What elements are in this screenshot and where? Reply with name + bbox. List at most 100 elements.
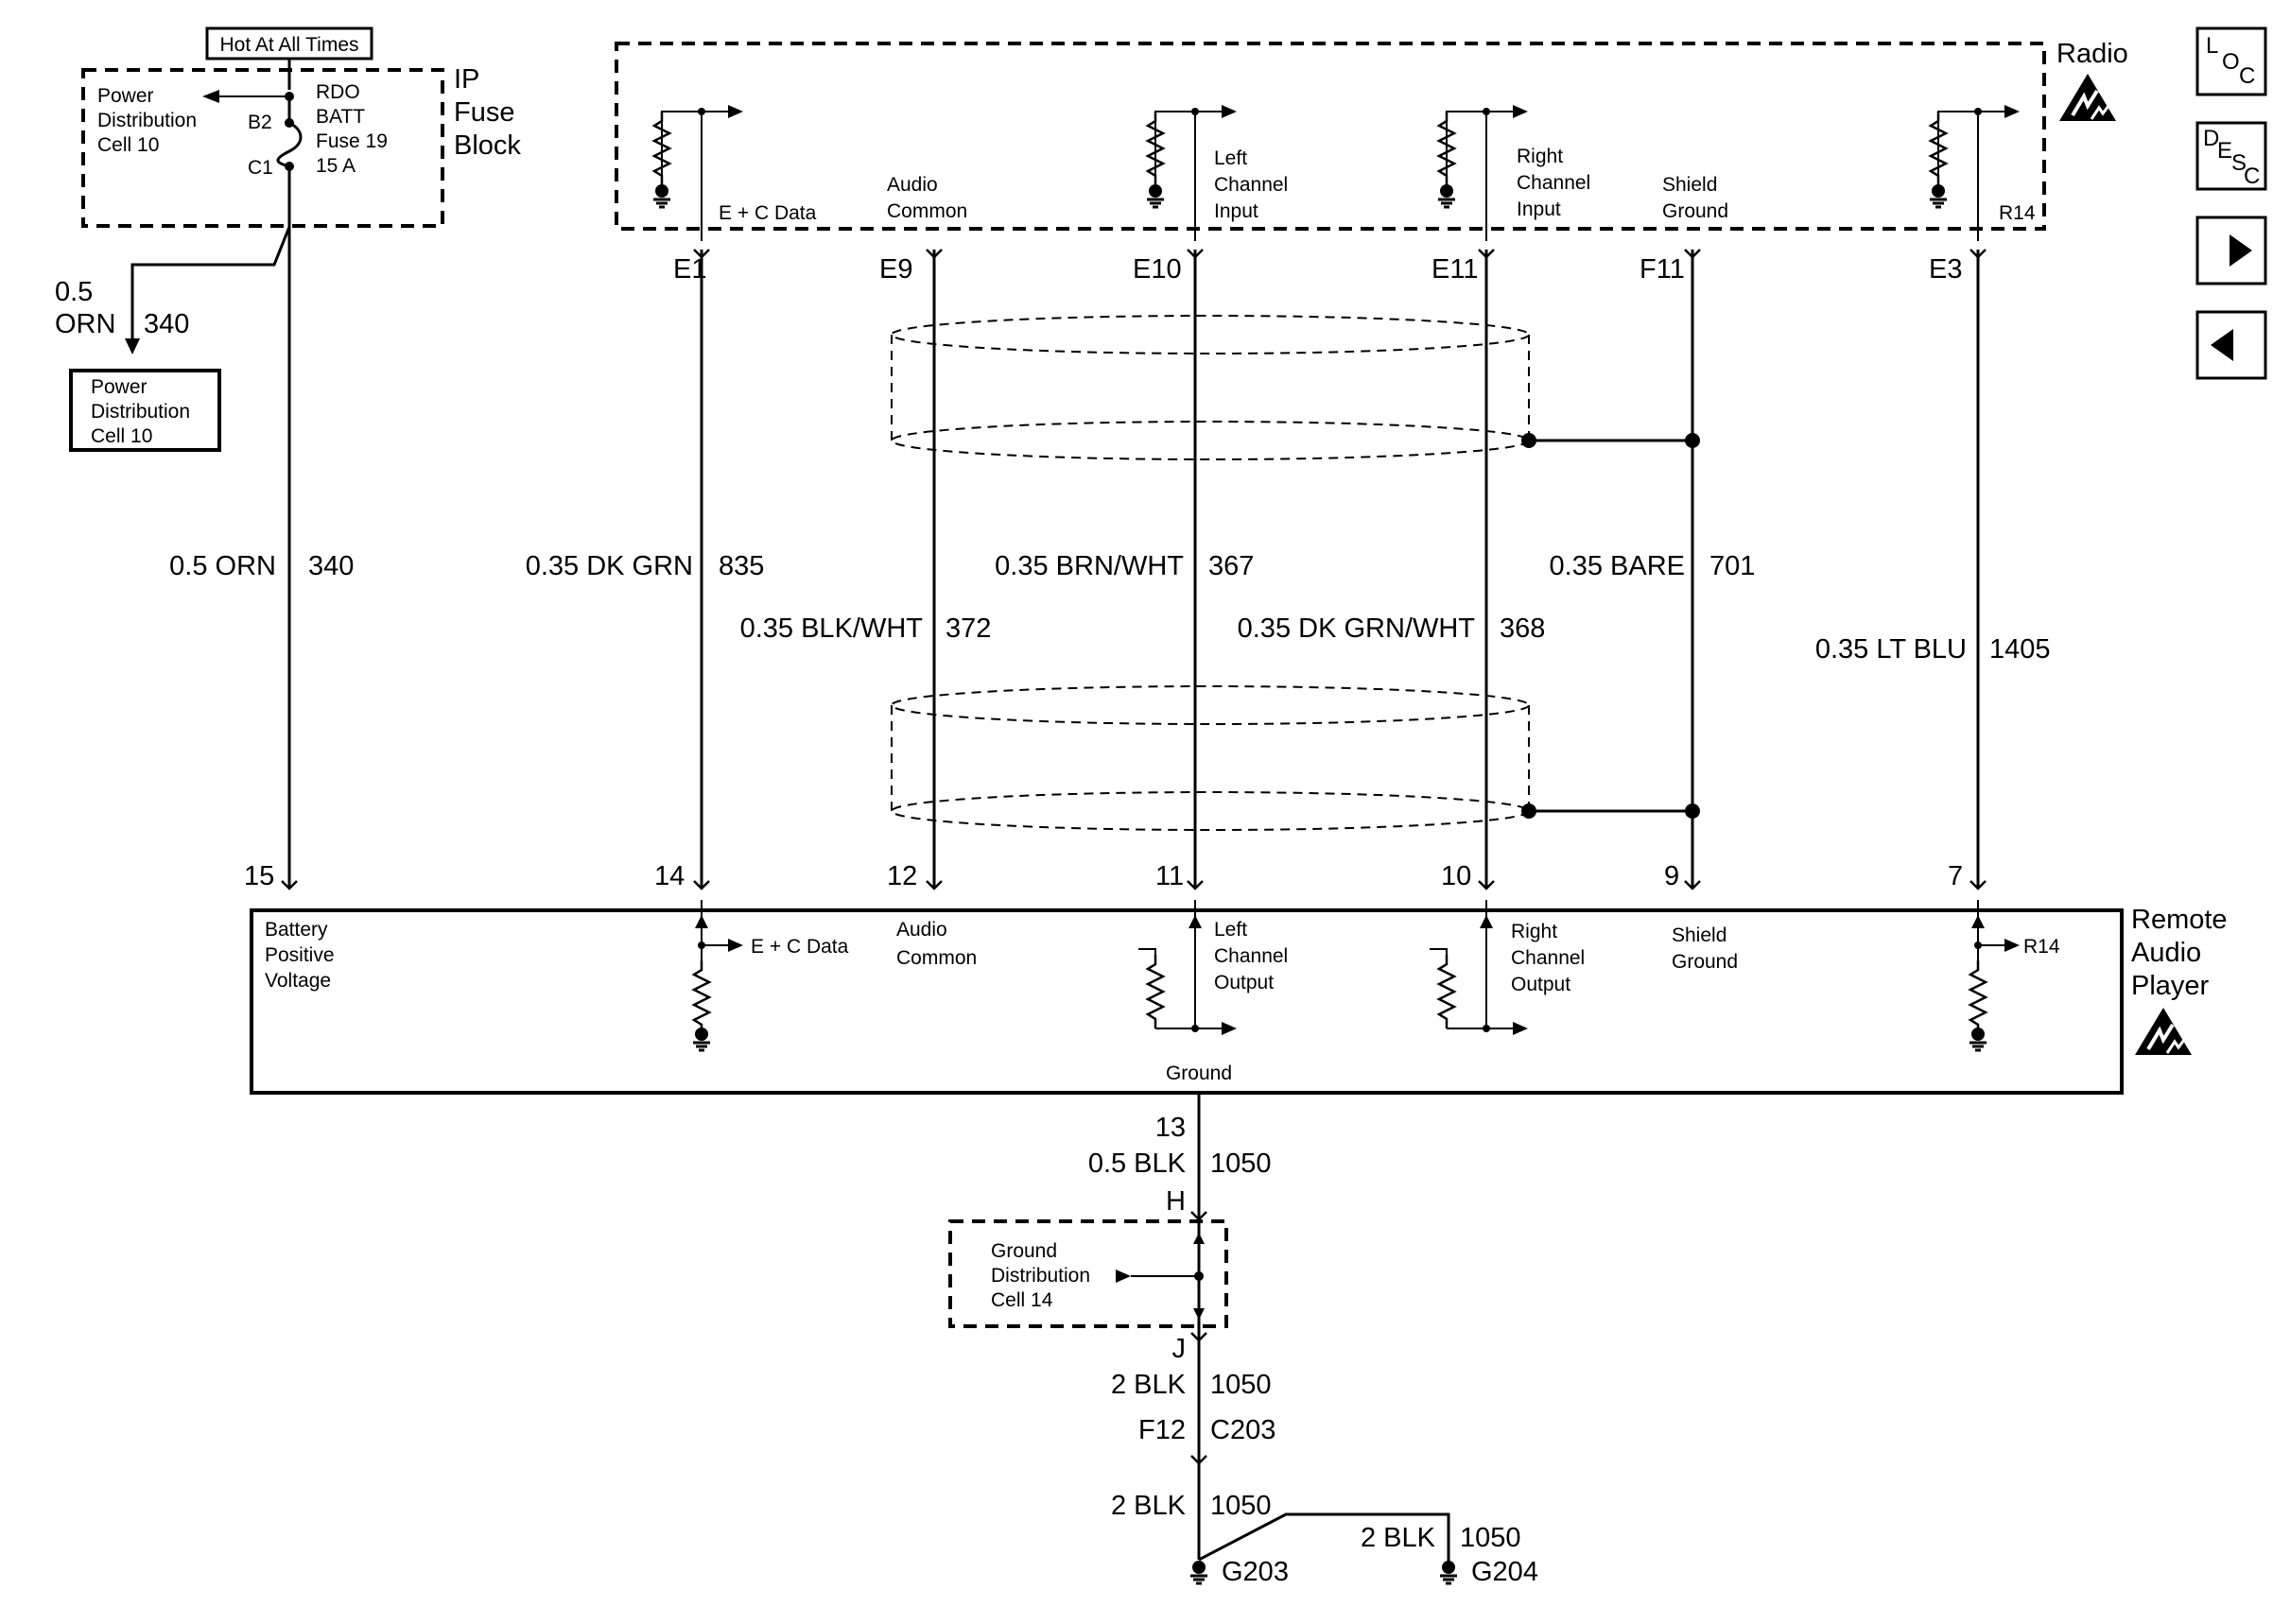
- fuse-label-3: Fuse 19: [316, 130, 388, 152]
- pd-cell-label-1: Power: [97, 85, 154, 107]
- ground-distribution-box: [948, 1219, 1228, 1328]
- twisted-pair-shield-top: [891, 315, 1700, 460]
- radio-left-1: Left: [1214, 147, 1247, 169]
- player-right-output: Right Channel Output: [1430, 900, 1585, 1035]
- pd-cell-box: [69, 369, 221, 452]
- player-ec-data-circuit: E + C Data: [691, 900, 849, 1052]
- radio-shield-1: Shield: [1662, 174, 1717, 196]
- player-shield-2: Ground: [1672, 951, 1738, 973]
- batt-label-3: Voltage: [265, 970, 331, 992]
- fuse-block-title-2: Fuse: [454, 97, 514, 128]
- wire-circuit-835: 835: [719, 551, 764, 581]
- radio-r14-label: R14: [1999, 202, 2036, 224]
- loc-button[interactable]: L O C: [2195, 26, 2267, 96]
- player-right-1: Right: [1511, 921, 1557, 942]
- wire4-color: 2 BLK: [1361, 1523, 1436, 1553]
- branch-color: ORN: [55, 309, 115, 339]
- desc-letter-d: D: [2203, 126, 2219, 151]
- radio-right-2: Channel: [1517, 172, 1590, 194]
- conn-j: J: [1172, 1334, 1187, 1364]
- wire-color-1405: 0.35 LT BLU: [1815, 634, 1967, 665]
- pin-11: 11: [1155, 861, 1184, 891]
- fuse-label-4: 15 A: [316, 155, 356, 177]
- pin-10: 10: [1441, 861, 1471, 891]
- player-r14-label: R14: [2023, 936, 2060, 958]
- wire3-circuit: 1050: [1210, 1491, 1272, 1521]
- ground-g204-label: G204: [1471, 1557, 1538, 1587]
- wire2-color: 2 BLK: [1111, 1370, 1187, 1400]
- wire4-circuit: 1050: [1460, 1523, 1521, 1553]
- wire3-color: 2 BLK: [1111, 1491, 1187, 1521]
- prev-button[interactable]: [2195, 310, 2267, 380]
- ground-g204-icon: [1438, 1559, 1459, 1585]
- player-title-2: Audio: [2131, 938, 2201, 968]
- wire-circuit-372: 372: [946, 613, 991, 644]
- radio-audio-common-2: Common: [887, 200, 967, 222]
- fuse-block-outline: [81, 68, 444, 228]
- pin-12: 12: [887, 861, 917, 891]
- player-title-3: Player: [2131, 971, 2210, 1001]
- pin-e11: E11: [1431, 254, 1478, 285]
- player-pins: 15 14 12 11 10 9 7: [244, 861, 1963, 891]
- pin-e3: E3: [1929, 254, 1962, 285]
- hot-at-all-times-label: Hot At All Times: [219, 34, 358, 56]
- harness-wires: [692, 248, 1987, 890]
- desc-letter-e: E: [2217, 138, 2232, 164]
- branch-circuit: 340: [144, 309, 189, 339]
- batt-label-2: Positive: [265, 944, 335, 966]
- player-audio-common-1: Audio: [896, 919, 947, 941]
- pin-c1: C1: [248, 157, 273, 179]
- wire-circuit-701: 701: [1709, 551, 1755, 581]
- radio-left-2: Channel: [1214, 174, 1288, 196]
- pin-b2: B2: [248, 112, 272, 133]
- pin-9: 9: [1664, 861, 1679, 891]
- pd-box-label-2: Distribution: [91, 401, 190, 423]
- next-button[interactable]: [2195, 216, 2267, 285]
- twisted-pair-shield-bottom: [891, 685, 1700, 831]
- radio-pins: E1 E9 E10 E11 F11 E3: [673, 254, 1962, 285]
- wire-circuit-340: 340: [308, 551, 354, 581]
- conn-c203: C203: [1210, 1415, 1275, 1445]
- wire-color-372: 0.35 BLK/WHT: [740, 613, 924, 644]
- radio-module: Radio E + C Data Audio Common Left Chann…: [615, 39, 2128, 241]
- ip-fuse-block: Hot At All Times IP Fuse Block Power Dis…: [81, 26, 521, 890]
- desc-button[interactable]: D E S C: [2195, 121, 2267, 191]
- ground-path: 13 0.5 BLK 1050 H Ground Distribution Ce…: [948, 1093, 1538, 1587]
- loc-letter-o: O: [2222, 49, 2240, 75]
- player-ground-label: Ground: [1166, 1063, 1232, 1084]
- fuse-label-2: BATT: [316, 106, 365, 128]
- pd-cell-label-3: Cell 10: [97, 134, 159, 156]
- wire-circuit-367: 367: [1208, 551, 1254, 581]
- gd-label-1: Ground: [991, 1240, 1057, 1262]
- player-left-3: Output: [1214, 972, 1274, 993]
- radio-right-input: Right Channel Input: [1436, 105, 1590, 241]
- player-left-1: Left: [1214, 919, 1247, 941]
- player-right-3: Output: [1511, 974, 1570, 995]
- desc-letter-c: C: [2244, 164, 2260, 189]
- player-ec-data-label: E + C Data: [751, 936, 849, 958]
- pd-cell-label-2: Distribution: [97, 110, 197, 131]
- arrow-left-icon: [202, 90, 219, 103]
- radio-audio-common-1: Audio: [887, 174, 938, 196]
- wire-color-367: 0.35 BRN/WHT: [995, 551, 1184, 581]
- fuse-label-1: RDO: [316, 81, 360, 103]
- esd-warning-icon: [2057, 72, 2118, 123]
- player-r14-circuit: R14: [1968, 900, 2060, 1052]
- conn-h: H: [1166, 1186, 1186, 1217]
- fuse-block-title-3: Block: [454, 130, 521, 161]
- pin-7: 7: [1948, 861, 1963, 891]
- radio-title: Radio: [2056, 39, 2128, 69]
- pin-e10: E10: [1133, 254, 1182, 285]
- player-audio-common-2: Common: [896, 947, 977, 969]
- wire-1050-g204: [1198, 1512, 1450, 1562]
- arrow-down-icon: [125, 338, 140, 354]
- fuse-symbol: [276, 121, 303, 168]
- wire-circuit-368: 368: [1500, 613, 1545, 644]
- pin-f11: F11: [1640, 254, 1685, 285]
- arrow-right-icon: [728, 105, 743, 118]
- esd-warning-icon-2: [2133, 1006, 2194, 1057]
- gd-label-3: Cell 14: [991, 1289, 1053, 1311]
- wire1-circuit: 1050: [1210, 1149, 1272, 1179]
- ground-g203-label: G203: [1222, 1557, 1289, 1587]
